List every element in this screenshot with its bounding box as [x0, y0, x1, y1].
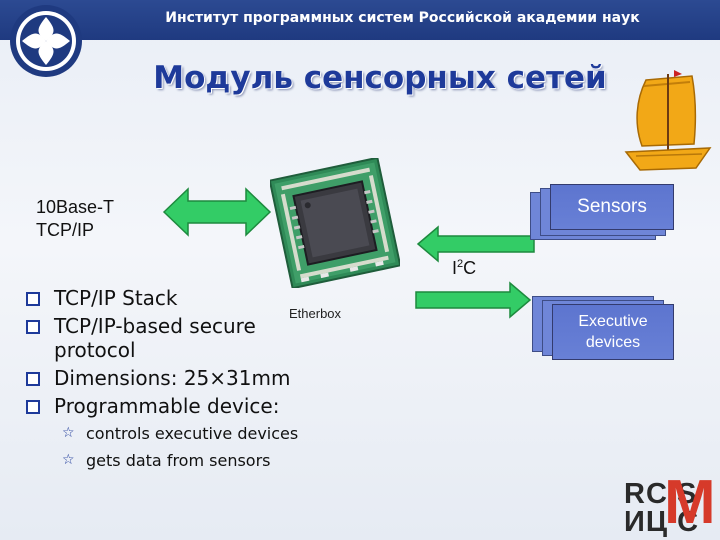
- list-item-text: Dimensions: 25×31mm: [54, 366, 291, 390]
- sensors-label: Sensors: [577, 196, 647, 217]
- sub-list-item: ☆ controls executive devices: [26, 424, 316, 443]
- executive-label-line2: devices: [585, 334, 641, 351]
- ethernet-label-line1: 10Base-T: [36, 197, 115, 217]
- list-item-text: TCP/IP-based secure protocol: [54, 314, 256, 362]
- list-item: TCP/IP-based secure protocol: [26, 314, 316, 362]
- ethernet-double-arrow: [162, 187, 272, 237]
- feature-list: TCP/IP Stack TCP/IP-based secure protoco…: [26, 286, 316, 478]
- sub-list: ☆ controls executive devices ☆ gets data…: [26, 424, 316, 470]
- institute-emblem-icon: [10, 5, 82, 77]
- header-band: [0, 0, 720, 40]
- executive-label: Executive devices: [578, 311, 647, 353]
- executive-card: Executive devices: [552, 304, 674, 360]
- rcms-logo-line1: RC S: [624, 478, 698, 510]
- i2c-label: I2C: [452, 258, 476, 279]
- star-bullet-icon: ☆: [62, 452, 75, 468]
- sensors-card: Sensors: [550, 184, 674, 230]
- rcms-logo-m: M: [664, 468, 716, 537]
- list-item: Programmable device:: [26, 394, 316, 418]
- i2c-label-c: C: [463, 258, 477, 278]
- institute-name: Институт программных систем Российской а…: [165, 10, 640, 26]
- list-item-text: TCP/IP Stack: [54, 286, 178, 310]
- i2c-label-i: I: [452, 258, 458, 278]
- executive-label-line1: Executive: [578, 313, 648, 330]
- ethernet-label-line2: TCP/IP: [36, 220, 95, 240]
- list-item: Dimensions: 25×31mm: [26, 366, 316, 390]
- rcms-logo: RC S ИЦ С M: [616, 472, 720, 540]
- board-to-executive-arrow: [415, 281, 532, 319]
- list-item: TCP/IP Stack: [26, 286, 316, 310]
- rcms-logo-line2: ИЦ С: [624, 506, 700, 538]
- sub-list-item-text: gets data from sensors: [86, 451, 271, 470]
- sub-list-item: ☆ gets data from sensors: [26, 451, 316, 470]
- star-bullet-icon: ☆: [62, 425, 75, 441]
- sensors-to-board-arrow: [416, 225, 535, 263]
- square-bullet-icon: [26, 372, 40, 386]
- sailing-ship-icon: [624, 70, 712, 171]
- i2c-label-sup: 2: [457, 258, 464, 270]
- slide-title: Модуль сенсорных сетей: [153, 60, 607, 96]
- square-bullet-icon: [26, 292, 40, 306]
- sub-list-item-text: controls executive devices: [86, 424, 299, 443]
- square-bullet-icon: [26, 320, 40, 334]
- etherbox-board-image: [270, 158, 400, 288]
- square-bullet-icon: [26, 400, 40, 414]
- ethernet-label: 10Base-T TCP/IP: [36, 196, 114, 242]
- list-item-text: Programmable device:: [54, 394, 280, 418]
- etherbox-label: Etherbox: [289, 306, 342, 321]
